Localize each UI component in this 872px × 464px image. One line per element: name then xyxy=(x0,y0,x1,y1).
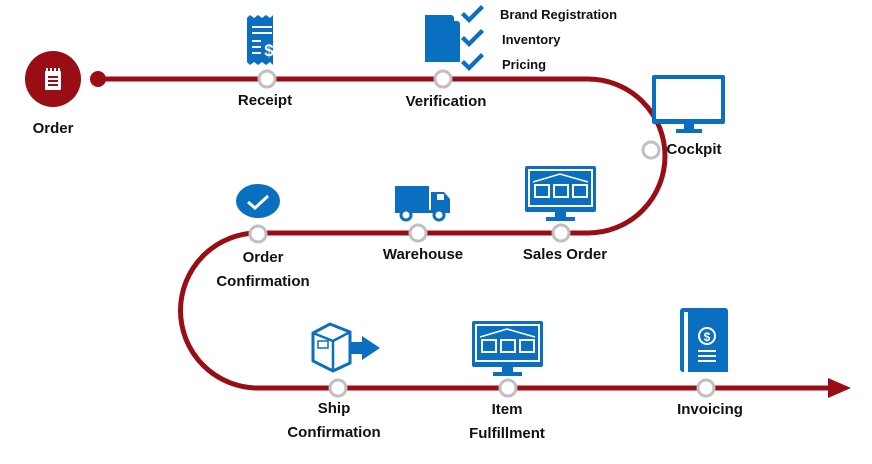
notepad-icon xyxy=(45,68,61,90)
box-arrow-icon xyxy=(311,322,380,373)
label-warehouse: Warehouse xyxy=(382,246,464,263)
path-start-dot xyxy=(90,71,106,87)
invoice-book-icon: $ xyxy=(680,308,728,372)
truck-icon xyxy=(395,186,450,222)
label-order: Order xyxy=(32,120,74,137)
monitor-boxes-icon xyxy=(525,166,596,221)
receipt-icon: $ xyxy=(247,15,274,65)
node-cockpit[interactable] xyxy=(641,140,661,160)
label-receipt: Receipt xyxy=(237,92,293,109)
label-invoicing: Invoicing xyxy=(677,401,743,418)
document-checklist-icon xyxy=(425,5,484,71)
check-icon xyxy=(461,29,484,47)
node-verification[interactable] xyxy=(433,69,453,89)
svg-text:$: $ xyxy=(704,330,711,344)
node-receipt[interactable] xyxy=(257,69,277,89)
node-sales-order[interactable] xyxy=(551,223,571,243)
label-verification: Verification xyxy=(405,93,487,110)
monitor-icon xyxy=(652,75,725,133)
check-inventory: Inventory xyxy=(502,32,561,47)
monitor-boxes-icon xyxy=(472,321,543,376)
check-icon xyxy=(461,5,484,23)
label-sales-order: Sales Order xyxy=(522,246,608,263)
svg-text:$: $ xyxy=(264,41,274,60)
checkmark-circle-icon xyxy=(236,184,280,218)
node-ship-confirmation[interactable] xyxy=(328,378,348,398)
check-brand-registration: Brand Registration xyxy=(500,7,618,22)
order-badge[interactable] xyxy=(25,51,81,107)
node-warehouse[interactable] xyxy=(408,223,428,243)
node-order-confirmation[interactable] xyxy=(248,224,268,244)
path-arrowhead xyxy=(828,378,851,398)
node-invoicing[interactable] xyxy=(696,378,716,398)
check-icon xyxy=(461,53,484,71)
label-cockpit: Cockpit xyxy=(666,141,722,158)
node-item-fulfillment[interactable] xyxy=(498,378,518,398)
check-pricing: Pricing xyxy=(502,57,547,72)
